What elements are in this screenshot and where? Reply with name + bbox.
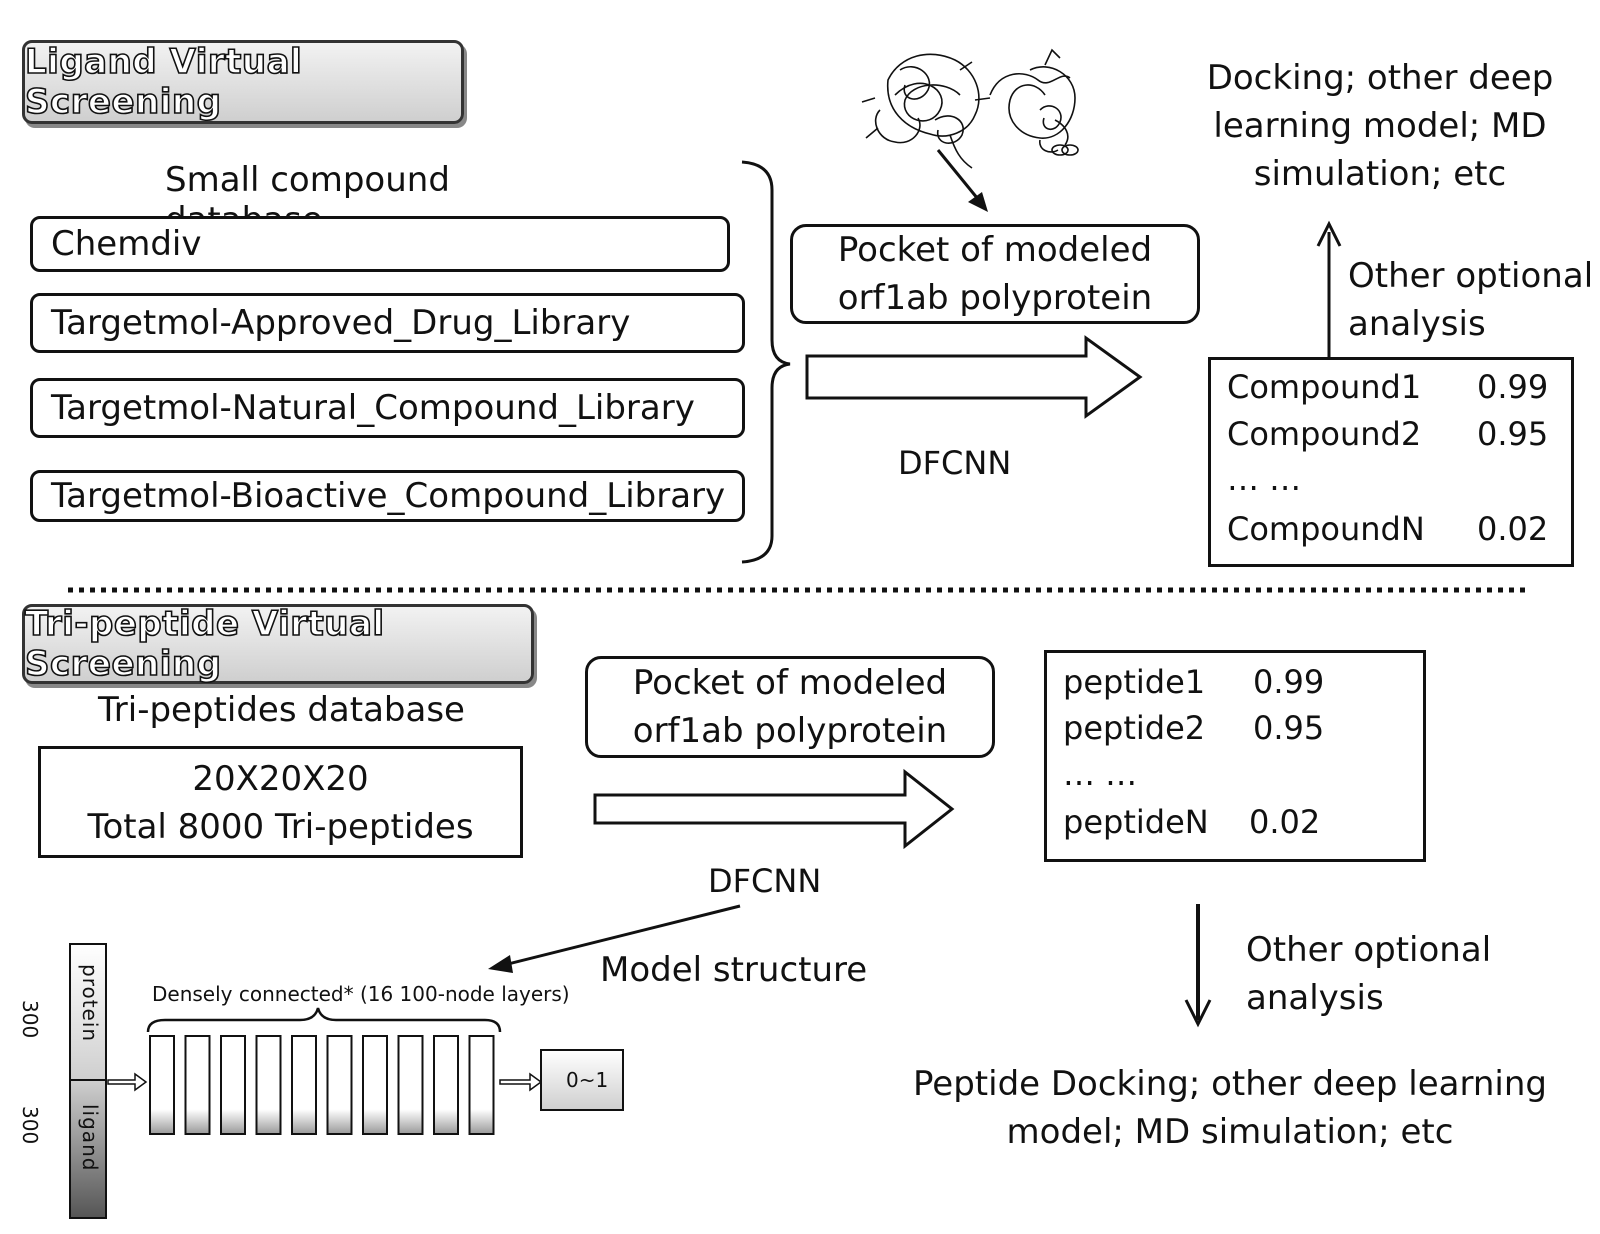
model-structure-diagram	[69, 943, 624, 1219]
dense-layer-block	[433, 1035, 459, 1135]
ligand-pocket-line1: Pocket of modeled	[837, 230, 1153, 270]
peptide-db-line2: Total 8000 Tri-peptides	[87, 807, 474, 847]
result-ellipsis: … …	[1227, 460, 1302, 498]
peptide-optional-line2: analysis	[1246, 978, 1384, 1018]
ligand-pocket-box: Pocket of modeled orf1ab polyprotein	[790, 224, 1200, 324]
ligand-downstream-text: Docking; other deep learning model; MD s…	[1190, 54, 1570, 198]
peptide-banner-title: Tri-peptide Virtual Screening	[24, 603, 385, 685]
up-arrowhead	[1316, 220, 1342, 247]
dense-layer-block	[291, 1035, 317, 1135]
ligand-optional-line1: Other optional	[1348, 256, 1594, 296]
peptide-optional-text: Other optional analysis	[1246, 926, 1491, 1022]
output-box	[540, 1049, 624, 1111]
ligand-input-label: ligand	[78, 1104, 102, 1172]
peptide-db-title: Tri-peptides database	[98, 690, 465, 730]
peptide-pocket-line2: orf1ab polyprotein	[632, 711, 948, 751]
result-score: 0.99	[1253, 663, 1325, 701]
ligand-pocket-line2: orf1ab polyprotein	[837, 278, 1153, 318]
input-to-layers-arrow	[107, 1072, 148, 1092]
library-bioactive-compound: Targetmol-Bioactive_Compound_Library	[30, 470, 745, 522]
dense-layer-block	[220, 1035, 246, 1135]
library-bracket	[741, 160, 791, 564]
dense-layer-block	[149, 1035, 175, 1135]
peptide-results-box: peptide1 0.99 peptide2 0.95 … … peptideN…	[1044, 650, 1426, 862]
peptide-method-label: DFCNN	[708, 862, 822, 900]
result-name: Compound2	[1227, 415, 1422, 453]
output-range-label: 0~1	[566, 1068, 609, 1092]
result-name: CompoundN	[1227, 510, 1425, 548]
ligand-input-block	[69, 1079, 107, 1219]
dense-layers-group	[149, 1035, 495, 1135]
dense-layer-block	[397, 1035, 424, 1135]
result-name: peptide2	[1063, 709, 1206, 747]
ligand-results-box: Compound1 0.99 Compound2 0.95 … … Compou…	[1208, 357, 1574, 567]
peptide-downstream-line2: model; MD simulation; etc	[1006, 1112, 1454, 1152]
library-natural-compound: Targetmol-Natural_Compound_Library	[30, 378, 745, 438]
layers-to-output-arrow	[499, 1072, 543, 1092]
result-ellipsis: … …	[1063, 755, 1138, 793]
dense-layer-block	[326, 1035, 353, 1135]
result-name: peptideN	[1063, 803, 1209, 841]
peptide-flow-arrow	[593, 768, 955, 850]
peptide-pocket-line1: Pocket of modeled	[632, 663, 948, 703]
model-pointer-arrowhead	[488, 955, 513, 973]
ligand-size-label: 300	[18, 1106, 42, 1145]
result-score: 0.02	[1477, 510, 1549, 548]
protein-input-block	[69, 943, 107, 1081]
result-name: peptide1	[1063, 663, 1206, 701]
peptide-downstream-line1: Peptide Docking; other deep learning	[913, 1064, 1547, 1104]
ligand-banner: Ligand Virtual Screening	[22, 40, 464, 124]
result-score: 0.02	[1249, 803, 1321, 841]
library-approved-drug: Targetmol-Approved_Drug_Library	[30, 293, 745, 353]
protein-to-pocket-arrowhead	[968, 192, 988, 212]
peptide-optional-line1: Other optional	[1246, 930, 1492, 970]
result-score: 0.99	[1477, 368, 1549, 406]
dense-layer-block	[184, 1035, 211, 1135]
dense-layers-brace	[146, 1007, 502, 1033]
dense-layers-label: Densely connected* (16 100-node layers)	[152, 982, 570, 1006]
result-name: Compound1	[1227, 368, 1422, 406]
model-structure-label: Model structure	[600, 950, 868, 990]
ligand-banner-title: Ligand Virtual Screening	[24, 41, 303, 123]
dense-layer-block	[255, 1035, 282, 1135]
dense-layer-block	[362, 1035, 388, 1135]
ligand-method-label: DFCNN	[898, 444, 1012, 482]
peptide-db-box: 20X20X20 Total 8000 Tri-peptides	[38, 746, 523, 858]
protein-input-label: protein	[78, 964, 102, 1043]
ligand-downstream-line1: Docking; other deep	[1206, 58, 1554, 98]
peptide-banner: Tri-peptide Virtual Screening	[22, 603, 534, 685]
library-chemdiv: Chemdiv	[30, 216, 730, 272]
ligand-optional-line2: analysis	[1348, 304, 1486, 344]
result-score: 0.95	[1477, 415, 1549, 453]
peptide-db-line1: 20X20X20	[192, 759, 369, 799]
result-score: 0.95	[1253, 709, 1325, 747]
protein-size-label: 300	[18, 1000, 42, 1039]
ligand-downstream-line3: simulation; etc	[1253, 154, 1507, 194]
protein-structure-image	[861, 48, 1079, 169]
dense-layer-block	[468, 1035, 495, 1135]
peptide-pocket-box: Pocket of modeled orf1ab polyprotein	[585, 656, 995, 758]
ligand-flow-arrow	[805, 335, 1143, 419]
peptide-downstream-text: Peptide Docking; other deep learning mod…	[880, 1060, 1580, 1156]
ligand-downstream-line2: learning model; MD	[1213, 106, 1547, 146]
down-arrowhead	[1184, 999, 1212, 1028]
ligand-optional-text: Other optional analysis	[1348, 252, 1593, 348]
